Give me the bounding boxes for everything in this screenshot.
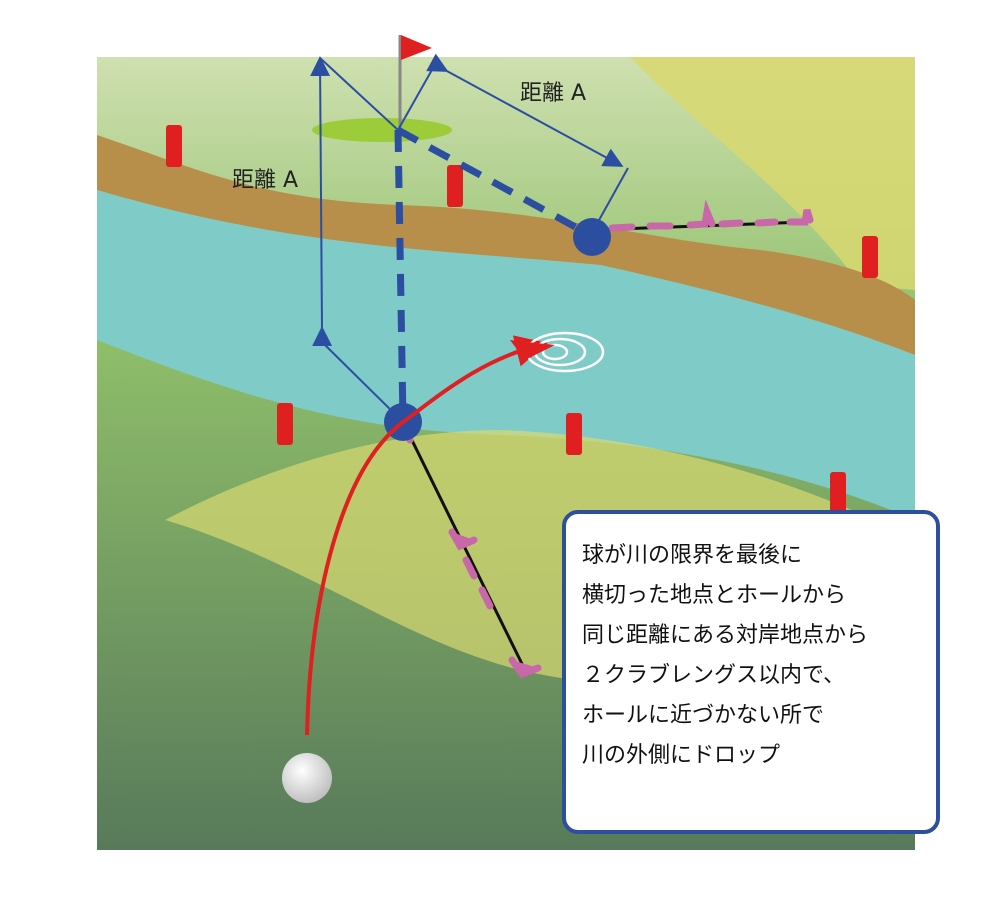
callout-line: 同じ距離にある対岸地点から — [582, 623, 869, 648]
golf-ball — [282, 753, 332, 803]
callout-line: 横切った地点とホールから — [582, 583, 847, 608]
stake — [277, 403, 293, 445]
explanation-callout: 球が川の限界を最後に 横切った地点とホールから 同じ距離にある対岸地点から ２ク… — [562, 510, 940, 834]
stake — [862, 236, 878, 278]
distance-a-label-left: 距離 A — [232, 168, 299, 193]
ball-flight-path — [305, 335, 548, 736]
callout-line: 球が川の限界を最後に — [582, 543, 803, 568]
callout-line: 川の外側にドロップ — [582, 743, 781, 768]
fairway-top-right — [630, 57, 915, 290]
dashed-line-diagonal — [396, 126, 592, 239]
stakes — [166, 125, 878, 514]
stake — [566, 413, 582, 455]
distance-lines — [310, 53, 629, 423]
stake — [830, 472, 846, 514]
stake — [447, 165, 463, 207]
stake — [166, 125, 182, 167]
river-bank — [97, 135, 915, 355]
dashed-line-vertical — [394, 129, 407, 421]
callout-line: ホールに近づかない所で — [582, 703, 825, 728]
green — [312, 118, 452, 142]
opposite-bank-point — [573, 218, 611, 256]
callout-line: ２クラブレングス以内で、 — [582, 663, 846, 688]
flag-icon — [401, 35, 432, 60]
distance-a-label-right: 距離 A — [520, 81, 587, 106]
